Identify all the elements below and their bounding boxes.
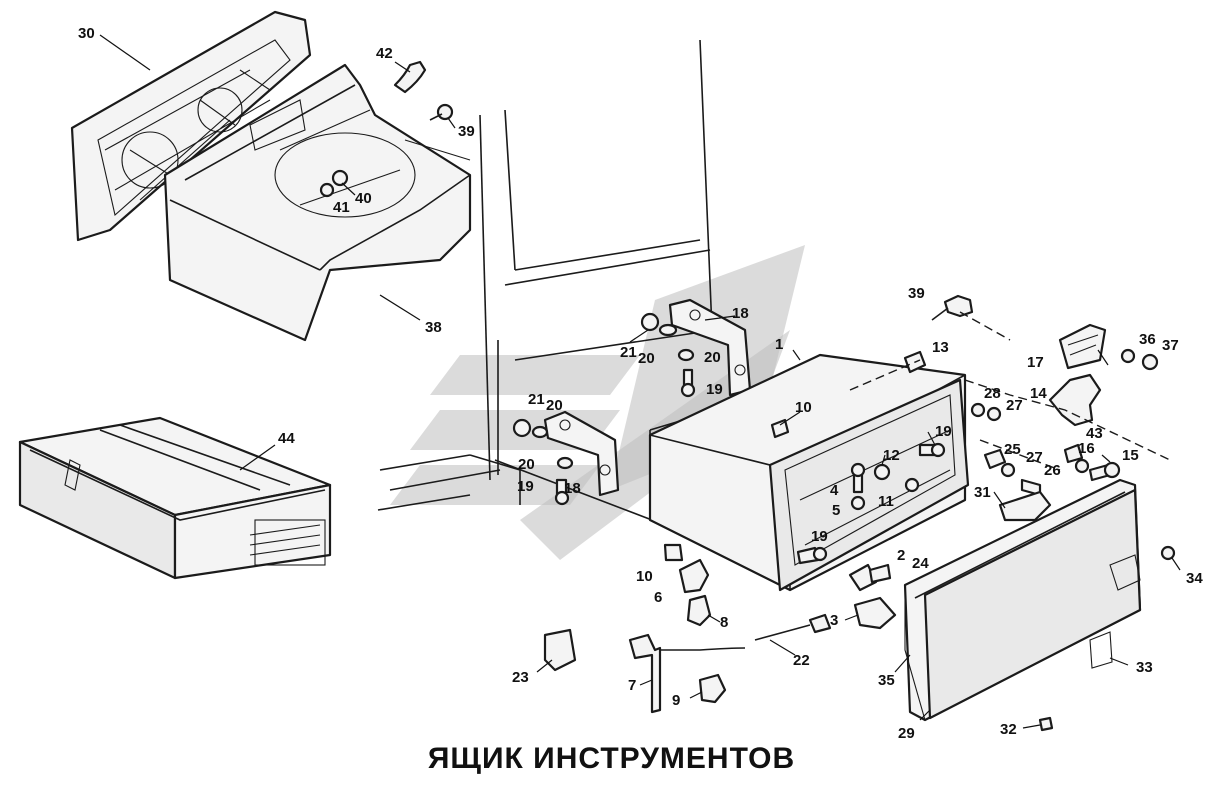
hinge-fasteners (964, 379, 1171, 497)
callout-6: 6 (654, 589, 662, 606)
callout-20: 20 (546, 397, 563, 414)
tray-38 (163, 63, 472, 342)
callout-8: 8 (720, 614, 728, 631)
callout-41: 41 (333, 199, 350, 216)
callout-30: 30 (78, 25, 95, 42)
callout-2: 2 (897, 547, 905, 564)
callout-43: 43 (1086, 425, 1103, 442)
callout-26: 26 (1044, 462, 1061, 479)
box-body-1 (648, 353, 970, 592)
callout-16: 16 (1078, 440, 1095, 457)
callout-32: 32 (1000, 721, 1017, 738)
callout-29: 29 (898, 725, 915, 742)
callout-18: 18 (732, 305, 749, 322)
callout-12: 12 (883, 447, 900, 464)
callout-28: 28 (984, 385, 1001, 402)
latch-hardware (663, 418, 946, 565)
callout-4: 4 (830, 482, 839, 499)
lid-panel-30 (70, 10, 312, 242)
callout-20: 20 (638, 350, 655, 367)
callout-11: 11 (878, 493, 894, 510)
small-parts-top (319, 60, 471, 198)
callout-15: 15 (1122, 447, 1139, 464)
callout-9: 9 (672, 692, 680, 709)
callout-18: 18 (564, 480, 581, 497)
hinge-14 (1048, 373, 1102, 427)
callout-33: 33 (1136, 659, 1153, 676)
callout-27: 27 (1026, 449, 1043, 466)
callout-labels: 30 42 39 40 41 38 44 18 21 20 20 19 21 2… (78, 25, 1203, 742)
callout-39: 39 (458, 123, 475, 140)
callout-36: 36 (1139, 331, 1156, 348)
callout-20: 20 (704, 349, 721, 366)
small-parts-right (849, 294, 1011, 391)
callout-19: 19 (706, 381, 723, 398)
callout-35: 35 (878, 672, 895, 689)
callout-37: 37 (1162, 337, 1179, 354)
callout-19: 19 (517, 478, 534, 495)
diagram-title: ЯЩИК ИНСТРУМЕНТОВ (427, 742, 796, 775)
callout-20: 20 (518, 456, 535, 473)
door-panel-29 (903, 478, 1176, 732)
callout-44: 44 (278, 430, 295, 447)
leader-lines (99, 34, 1181, 729)
callout-23: 23 (512, 669, 529, 686)
callout-17: 17 (1027, 354, 1044, 371)
callout-19: 19 (935, 423, 952, 440)
callout-19: 19 (811, 528, 828, 545)
lock-parts (543, 558, 897, 714)
callout-7: 7 (628, 677, 636, 694)
callout-31: 31 (974, 484, 991, 501)
hinge-block-17 (1058, 323, 1159, 371)
callout-21: 21 (528, 391, 545, 408)
callout-38: 38 (425, 319, 442, 336)
callout-22: 22 (793, 652, 810, 669)
callout-1: 1 (775, 336, 783, 353)
callout-5: 5 (832, 502, 840, 519)
cab-body-outline (377, 39, 716, 526)
callout-13: 13 (932, 339, 949, 356)
toolbox-44 (18, 416, 332, 580)
callout-39: 39 (908, 285, 925, 302)
callout-10: 10 (795, 399, 812, 416)
fasteners-left (512, 312, 696, 506)
callout-34: 34 (1186, 570, 1203, 587)
callout-42: 42 (376, 45, 393, 62)
bracket-18-lower (543, 410, 620, 497)
callout-25: 25 (1004, 441, 1021, 458)
callout-21: 21 (620, 344, 637, 361)
callout-40: 40 (355, 190, 372, 207)
callout-27: 27 (1006, 397, 1023, 414)
callout-24: 24 (912, 555, 929, 572)
callout-3: 3 (830, 612, 838, 629)
callout-14: 14 (1030, 385, 1047, 402)
callout-10: 10 (636, 568, 653, 585)
